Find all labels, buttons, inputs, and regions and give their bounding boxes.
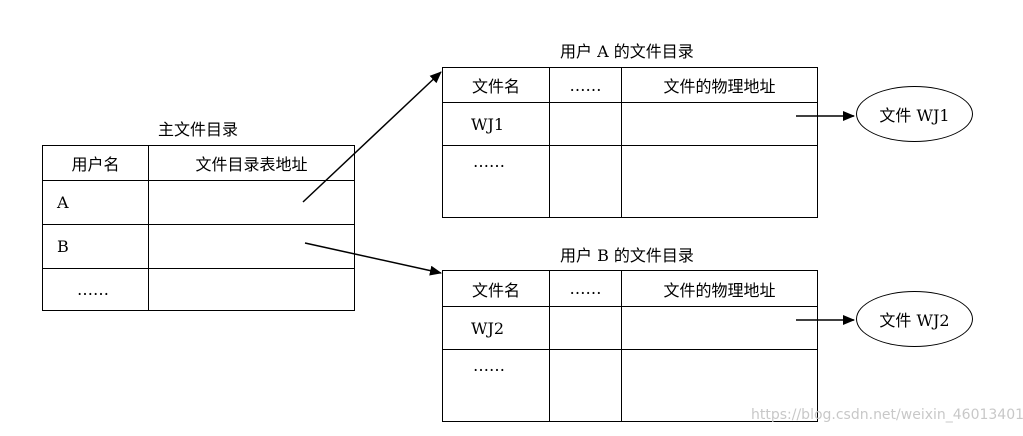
filename-cell: ……	[442, 349, 550, 422]
header-directory-address: 文件目录表地址	[148, 145, 355, 181]
watermark-text: https://blog.csdn.net/weixin_46013401	[751, 407, 1023, 423]
username-cell: B	[42, 224, 149, 269]
table-header-row: 文件名 …… 文件的物理地址	[442, 270, 818, 307]
user-b-directory-title: 用户 B 的文件目录	[560, 246, 694, 265]
table-row: ……	[442, 145, 818, 218]
table-cell	[621, 349, 818, 422]
table-row: B	[42, 224, 355, 269]
table-header-row: 文件名 …… 文件的物理地址	[442, 67, 818, 103]
filename-cell: WJ1	[442, 102, 550, 146]
username-cell: A	[42, 180, 149, 225]
table-cell	[549, 349, 622, 422]
table-row: A	[42, 180, 355, 225]
username-cell: ……	[42, 268, 149, 311]
filename-cell: WJ2	[442, 306, 550, 350]
header-filename: 文件名	[442, 67, 550, 103]
address-cell	[148, 268, 355, 311]
arrow-a-to-user-a-directory	[302, 71, 442, 203]
header-username: 用户名	[42, 145, 149, 181]
table-cell	[549, 306, 622, 350]
header-ellipsis: ……	[549, 270, 622, 307]
table-cell	[621, 306, 818, 350]
user-a-directory-table: 文件名 …… 文件的物理地址 WJ1 ……	[442, 67, 818, 218]
arrow-b-to-user-b-directory	[304, 242, 442, 276]
user-b-directory-table: 文件名 …… 文件的物理地址 WJ2 ……	[442, 270, 818, 422]
table-row: WJ1	[442, 102, 818, 146]
master-directory-title: 主文件目录	[158, 120, 239, 139]
address-cell	[148, 180, 355, 225]
table-cell	[549, 145, 622, 218]
table-header-row: 用户名 文件目录表地址	[42, 145, 355, 181]
file-wj2-node: 文件 WJ2	[856, 291, 973, 347]
table-row: ……	[442, 349, 818, 422]
master-directory-table: 用户名 文件目录表地址 A B ……	[42, 145, 355, 311]
file-wj1-node: 文件 WJ1	[856, 86, 973, 142]
table-cell	[621, 102, 818, 146]
user-a-directory-title: 用户 A 的文件目录	[560, 42, 694, 61]
table-row: WJ2	[442, 306, 818, 350]
header-physical-address: 文件的物理地址	[621, 270, 818, 307]
table-cell	[621, 145, 818, 218]
table-row: ……	[42, 268, 355, 311]
header-physical-address: 文件的物理地址	[621, 67, 818, 103]
